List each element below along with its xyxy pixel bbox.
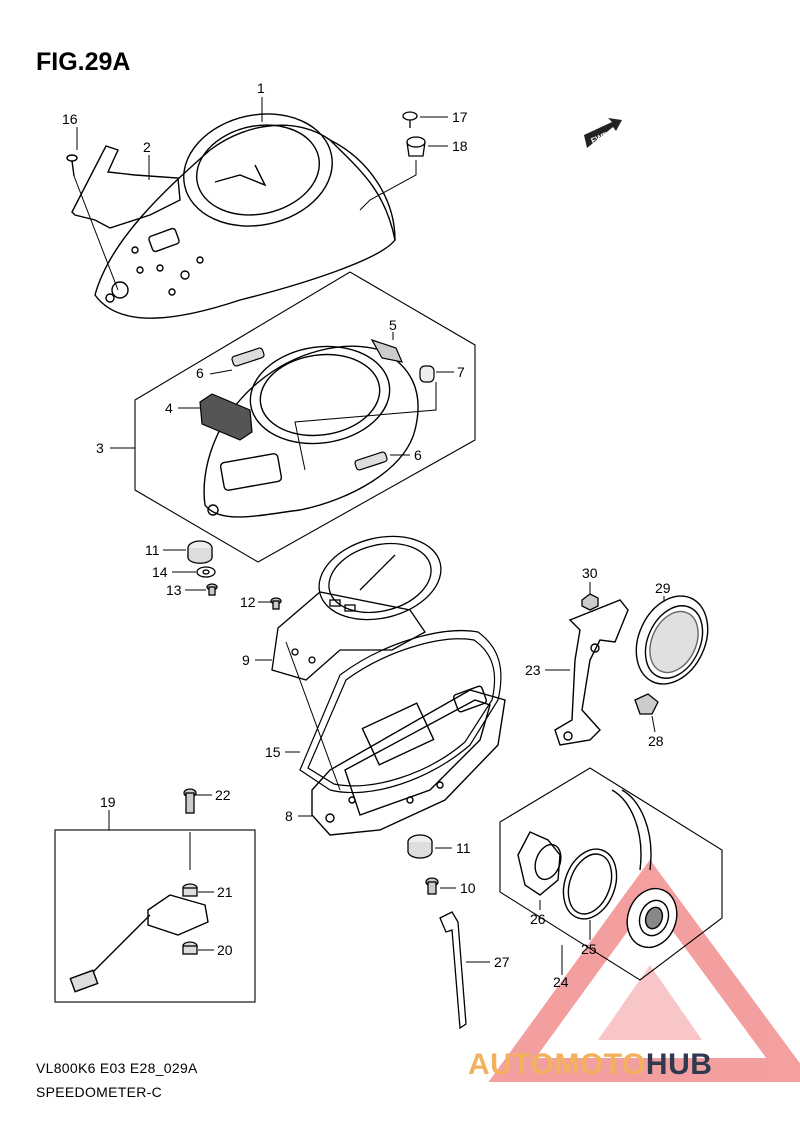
- part-11-grommet-right: [407, 834, 433, 859]
- callout-4: 4: [165, 400, 173, 416]
- callout-19: 19: [100, 794, 116, 810]
- part-6-cushion-upper: [231, 347, 265, 367]
- part-18-collar: [359, 136, 448, 211]
- callout-1: 1: [257, 80, 265, 96]
- callout-11-left: 11: [145, 542, 160, 558]
- callout-14: 14: [152, 564, 168, 580]
- callout-9: 9: [242, 652, 250, 668]
- forward-arrow-icon: FWD: [584, 118, 622, 148]
- callout-15: 15: [265, 744, 281, 760]
- part-23-reflector-bracket: [554, 599, 629, 746]
- callout-26: 26: [530, 911, 546, 927]
- callout-25: 25: [581, 941, 597, 957]
- part-13-screw: [206, 583, 218, 596]
- part-29-reflector: [635, 595, 709, 685]
- model-code: VL800K6 E03 E28_029A: [36, 1060, 198, 1076]
- watermark-text-accent: AUTOMOTO: [468, 1048, 646, 1081]
- callout-30: 30: [582, 565, 598, 581]
- callout-10: 10: [460, 880, 476, 896]
- part-3-meter-case: [203, 345, 419, 518]
- watermark-text-dark: HUB: [645, 1048, 713, 1081]
- part-3-meter-case-group: [134, 271, 476, 563]
- callout-13: 13: [166, 582, 182, 598]
- callout-16: 16: [62, 111, 78, 127]
- part-7-grommet: [294, 365, 437, 471]
- part-26-socket-holder: [517, 831, 562, 896]
- figure-title: FIG.29A: [36, 48, 131, 76]
- callout-7: 7: [457, 364, 465, 380]
- callout-6-lower: 6: [414, 447, 422, 463]
- callout-27: 27: [494, 954, 510, 970]
- part-15-gasket: [299, 630, 502, 794]
- callout-leaders: [76, 97, 665, 975]
- part-2-bracket: [71, 145, 181, 229]
- part-8-lower-case: [285, 641, 506, 836]
- part-14-washer: [196, 566, 216, 578]
- part-16-screw: [66, 154, 119, 291]
- part-21-collar: [182, 883, 198, 897]
- part-19-sensor-group: [54, 829, 256, 1003]
- part-11-grommet-left: [187, 540, 213, 564]
- callout-2: 2: [143, 139, 151, 155]
- part-5-cushion: [370, 338, 404, 363]
- part-10-screw: [425, 877, 439, 895]
- part-19-sensor: [69, 832, 209, 993]
- section-name: SPEEDOMETER-C: [36, 1084, 163, 1100]
- callout-17: 17: [452, 109, 468, 125]
- callout-24: 24: [553, 974, 569, 990]
- callout-5: 5: [389, 317, 397, 333]
- part-28-clip: [634, 693, 659, 715]
- callout-18: 18: [452, 138, 468, 154]
- callout-22: 22: [215, 787, 231, 803]
- part-22-bolt: [183, 788, 197, 814]
- part-6-cushion-lower: [354, 451, 388, 471]
- part-24-socket-assy: [611, 789, 678, 949]
- part-9-speedometer-assy: [271, 535, 442, 681]
- callout-20: 20: [217, 942, 233, 958]
- part-12-screw: [270, 597, 282, 610]
- callout-8: 8: [285, 808, 293, 824]
- part-24-socket-group: [499, 767, 723, 981]
- watermark-logo-text: AUTOMOTOHUB: [468, 1048, 712, 1082]
- watermark-triangle-logo: [488, 859, 800, 1082]
- callout-29: 29: [655, 580, 671, 596]
- part-27-cable-tie: [439, 911, 467, 1030]
- callout-11-right: 11: [456, 840, 471, 856]
- callout-23: 23: [525, 662, 541, 678]
- callout-3: 3: [96, 440, 104, 456]
- part-30-nut: [581, 593, 599, 611]
- part-20-collar: [182, 941, 198, 955]
- callout-12: 12: [240, 594, 256, 610]
- callout-28: 28: [648, 733, 664, 749]
- part-4-lens: [199, 393, 253, 441]
- part-17-screw: [402, 111, 448, 128]
- callout-labels: 1 2 3 4 5 6 6 7 8 9 10 11 11 12 13 14 15…: [62, 80, 671, 990]
- part-1-meter-cover: [94, 113, 396, 319]
- callout-21: 21: [217, 884, 233, 900]
- part-25-o-ring: [562, 848, 618, 920]
- callout-6-upper: 6: [196, 365, 204, 381]
